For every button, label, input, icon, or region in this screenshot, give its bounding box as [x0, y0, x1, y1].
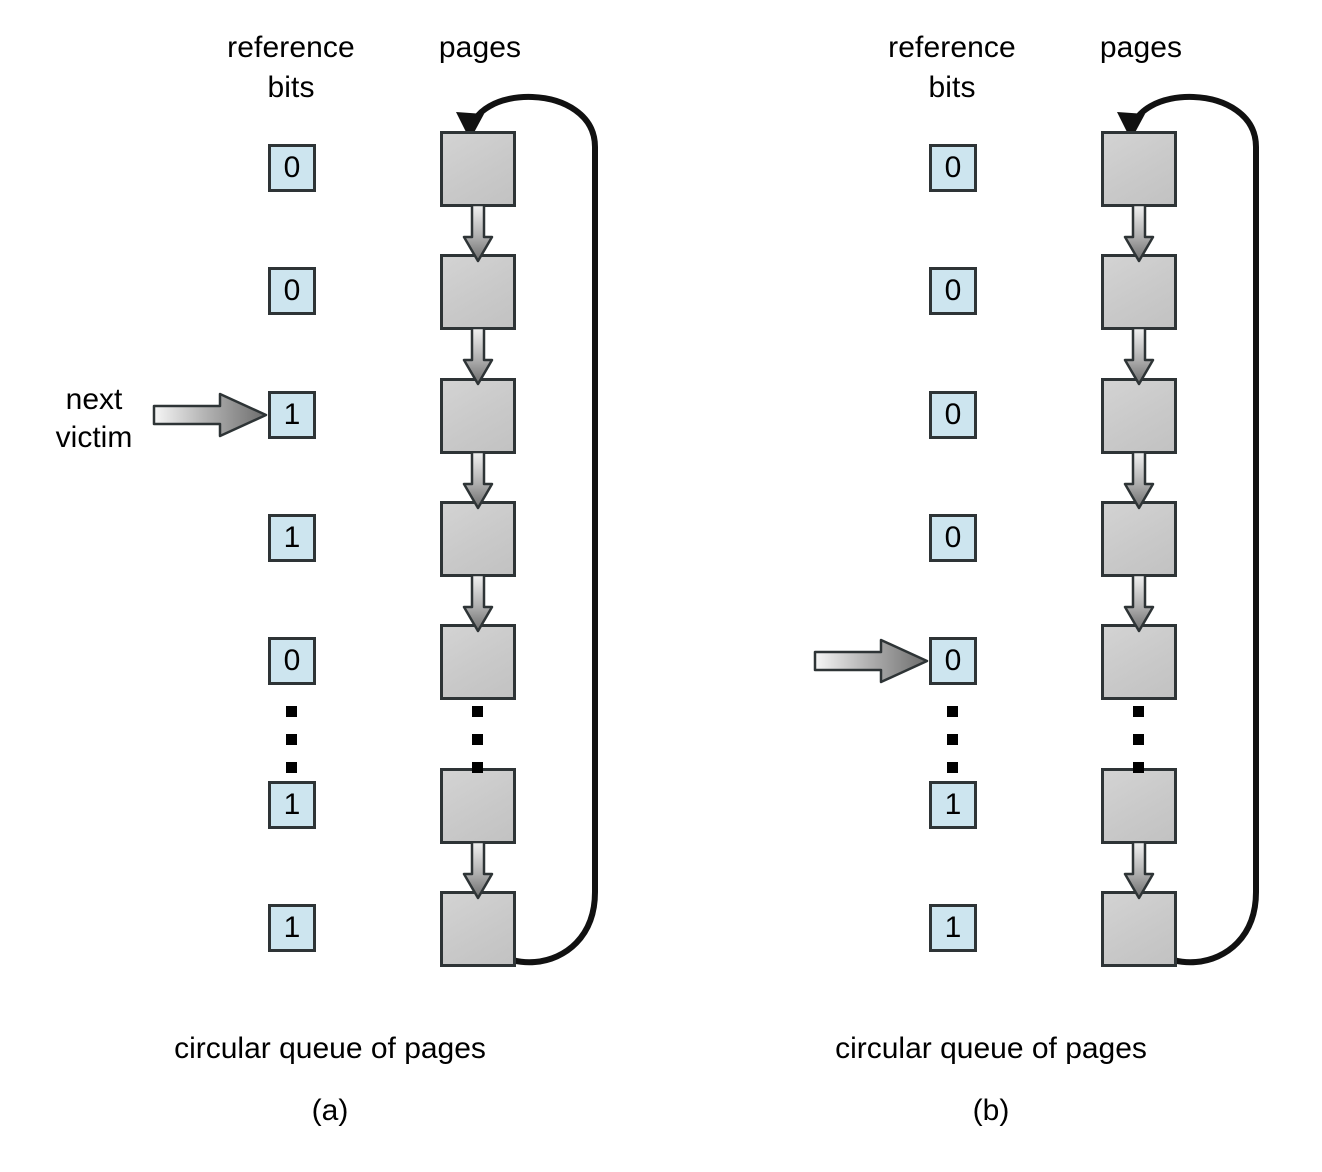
- panel-a: reference bits pages 0 0 1 1 0 1 1 next …: [55, 31, 598, 1127]
- page-box: [440, 501, 516, 577]
- panel-letter-a: (a): [311, 1094, 349, 1127]
- page-box: [1101, 131, 1177, 207]
- page-box: [1101, 378, 1177, 454]
- reference-bit-box: 1: [929, 781, 977, 829]
- page-link-arrow-icon: [1123, 842, 1155, 900]
- page-box: [1101, 891, 1177, 967]
- page-box: [440, 254, 516, 330]
- reference-bits-heading-a: reference bits: [227, 31, 355, 104]
- pages-heading-a: pages: [438, 31, 522, 64]
- circular-queue-loop-b: [1117, 94, 1259, 966]
- clock-pointer-arrow-icon: [813, 638, 929, 684]
- page-link-arrow-icon: [1123, 328, 1155, 386]
- reference-bit-box: 1: [268, 391, 316, 439]
- reference-bit-box: 0: [268, 637, 316, 685]
- reference-bit-box: 0: [268, 144, 316, 192]
- reference-bit-box: 0: [268, 267, 316, 315]
- reference-bit-box: 1: [268, 781, 316, 829]
- reference-bit-box: 0: [929, 391, 977, 439]
- reference-bit-box: 0: [929, 267, 977, 315]
- page-box: [440, 624, 516, 700]
- reference-bit-box: 1: [268, 904, 316, 952]
- page-box: [440, 768, 516, 844]
- page-link-arrow-icon: [1123, 452, 1155, 510]
- panel-b: reference bits pages 0 0 0 0 0 1 1: [661, 0, 1322, 1172]
- page-link-arrow-icon: [462, 575, 494, 633]
- page-link-arrow-icon: [1123, 575, 1155, 633]
- reference-bits-ellipsis-b: [947, 706, 959, 773]
- panel-letter-b: (b): [972, 1094, 1010, 1127]
- page-link-arrow-icon: [462, 328, 494, 386]
- circular-queue-caption-b: circular queue of pages: [835, 1032, 1147, 1065]
- reference-bit-box: 0: [929, 514, 977, 562]
- reference-bit-box: 1: [268, 514, 316, 562]
- page-box: [1101, 501, 1177, 577]
- page-box: [1101, 254, 1177, 330]
- reference-bit-box: 0: [929, 144, 977, 192]
- reference-bits-heading-b: reference bits: [888, 31, 1016, 104]
- next-victim-arrow-icon: [152, 392, 268, 438]
- page-box: [1101, 624, 1177, 700]
- page-link-arrow-icon: [1123, 205, 1155, 263]
- page-box: [440, 131, 516, 207]
- page-link-arrow-icon: [462, 205, 494, 263]
- circular-queue-caption-a: circular queue of pages: [174, 1032, 486, 1065]
- reference-bits-ellipsis-a: [286, 706, 298, 773]
- pages-ellipsis-a: [472, 706, 484, 773]
- page-box: [440, 891, 516, 967]
- reference-bit-box: 0: [929, 637, 977, 685]
- page-box: [1101, 768, 1177, 844]
- pages-heading-b: pages: [1099, 31, 1183, 64]
- circular-queue-loop-a: [456, 94, 598, 966]
- page-link-arrow-icon: [462, 452, 494, 510]
- reference-bit-box: 1: [929, 904, 977, 952]
- next-victim-label: next victim: [55, 383, 133, 454]
- page-link-arrow-icon: [462, 842, 494, 900]
- page-box: [440, 378, 516, 454]
- pages-ellipsis-b: [1133, 706, 1145, 773]
